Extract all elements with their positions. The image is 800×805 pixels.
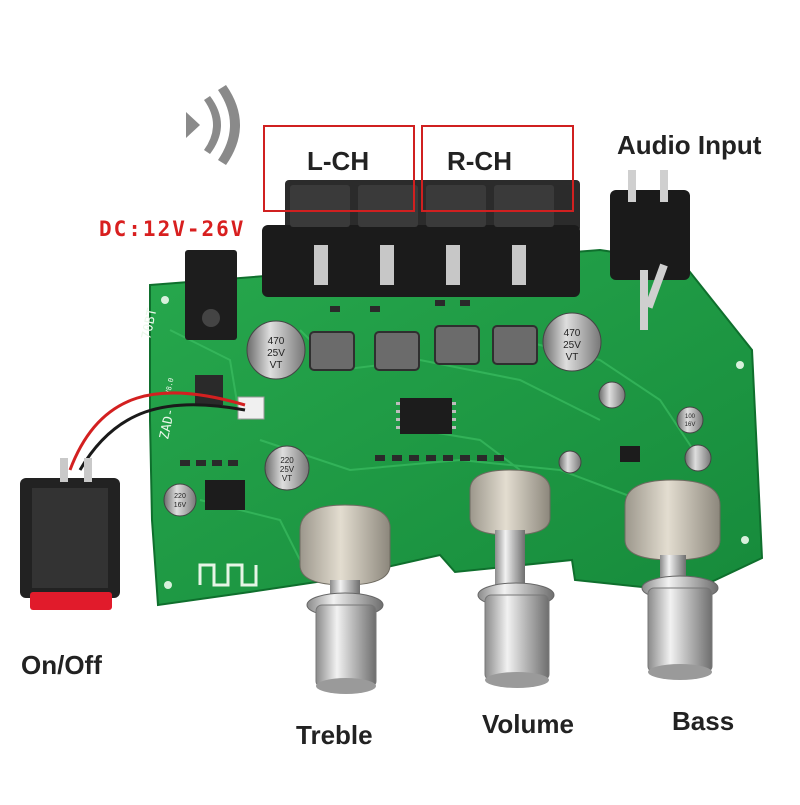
svg-text:VT: VT bbox=[566, 352, 579, 363]
svg-text:470: 470 bbox=[268, 336, 285, 347]
capacitors: 470 25V VT 470 25V VT 220 25V VT 220 16V… bbox=[163, 312, 712, 517]
audio-input-jack bbox=[610, 170, 690, 330]
svg-text:220: 220 bbox=[174, 493, 186, 500]
svg-text:VT: VT bbox=[270, 360, 283, 371]
right-channel-label: R-CH bbox=[447, 146, 512, 176]
dc-input-label: DC:12V-26V bbox=[99, 217, 246, 241]
bluetooth-waves-icon bbox=[186, 85, 240, 165]
left-channel-highlight: L-CH bbox=[263, 125, 415, 212]
svg-text:470: 470 bbox=[564, 328, 581, 339]
svg-text:25V: 25V bbox=[267, 348, 285, 359]
antenna-trace bbox=[198, 563, 258, 587]
svg-text:25V: 25V bbox=[563, 340, 581, 351]
bass-knob bbox=[624, 479, 721, 680]
svg-text:16V: 16V bbox=[685, 422, 696, 428]
volume-knob bbox=[469, 469, 555, 688]
svg-text:70BT: 70BT bbox=[139, 307, 160, 341]
bass-label: Bass bbox=[672, 706, 735, 736]
board-model-print: ZAD- 70BT V8.0 bbox=[139, 307, 178, 441]
svg-text:16V: 16V bbox=[174, 502, 187, 509]
volume-label: Volume bbox=[482, 709, 574, 739]
dc-jack bbox=[185, 250, 237, 340]
audio-input-label: Audio Input bbox=[617, 130, 762, 160]
ic-chips bbox=[195, 375, 640, 510]
left-channel-label: L-CH bbox=[307, 146, 370, 176]
svg-text:25V: 25V bbox=[280, 465, 295, 474]
power-switch bbox=[20, 458, 120, 610]
svg-text:220: 220 bbox=[280, 456, 294, 465]
svg-text:100: 100 bbox=[685, 414, 696, 420]
svg-text:VT: VT bbox=[282, 474, 292, 483]
treble-knob bbox=[299, 504, 391, 694]
svg-text:ZAD-: ZAD- bbox=[157, 407, 178, 441]
treble-label: Treble bbox=[296, 720, 373, 750]
right-channel-highlight: R-CH bbox=[421, 125, 574, 212]
inductors bbox=[309, 325, 538, 371]
power-switch-label: On/Off bbox=[21, 650, 102, 680]
svg-text:V8.0: V8.0 bbox=[164, 377, 175, 395]
speaker-terminals bbox=[262, 180, 580, 297]
